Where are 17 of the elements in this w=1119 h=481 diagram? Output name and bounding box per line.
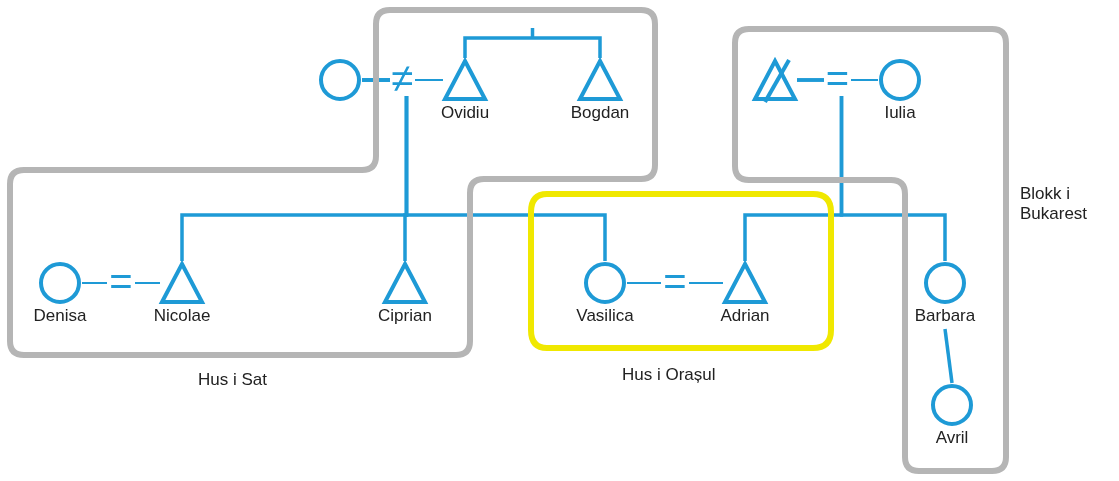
person-name: Ciprian <box>377 306 433 326</box>
person-name: Barbara <box>913 306 977 326</box>
person-name: Avril <box>934 428 970 448</box>
person-name: Adrian <box>719 306 771 326</box>
person-name: Vasilica <box>575 306 635 326</box>
kinship-line <box>362 78 607 261</box>
person-name: Iulia <box>883 103 917 123</box>
person-name: Denisa <box>32 306 88 326</box>
person-name: Nicolae <box>152 306 212 326</box>
household-label: Blokk i Bukarest <box>1020 184 1089 224</box>
kinship-line <box>463 26 602 60</box>
household-label: Hus i Orașul <box>622 365 717 385</box>
kinship-line <box>943 328 954 384</box>
kinship-line <box>797 78 947 261</box>
person-name: Bogdan <box>569 103 631 123</box>
household-label: Hus i Sat <box>198 370 268 390</box>
person-name: Ovidiu <box>439 103 491 123</box>
